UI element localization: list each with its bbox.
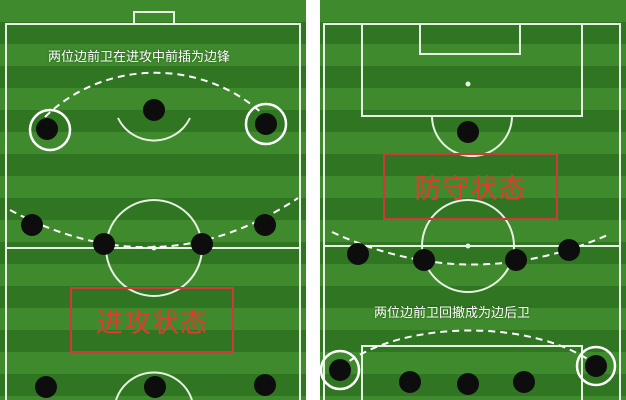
six-yard-box: [419, 23, 521, 55]
player-centre-mid-right: [191, 233, 213, 255]
player-left-mid: [347, 243, 369, 265]
player-left-winger: [36, 118, 58, 140]
player-centre-back-mid: [457, 373, 479, 395]
player-right-mid: [254, 214, 276, 236]
bottom-penalty-box: [361, 345, 583, 400]
attack-formation-panel: 两位边前卫在进攻中前插为边锋 进攻状态: [0, 0, 306, 400]
midfield-line-arc: [331, 231, 611, 266]
player-right-mid: [558, 239, 580, 261]
player-right-fullback: [585, 355, 607, 377]
attack-note: 两位边前卫在进攻中前插为边锋: [48, 50, 231, 65]
player-centre-mid-left: [413, 249, 435, 271]
player-left-fullback: [329, 359, 351, 381]
player-right-winger: [255, 113, 277, 135]
attack-state-label: 进攻状态: [96, 307, 208, 339]
player-centre-mid-right: [505, 249, 527, 271]
defense-state-label: 防守状态: [414, 174, 527, 205]
run-lines: [331, 231, 611, 369]
fullback-drop-arc: [339, 329, 601, 369]
player-centre-back-right: [513, 371, 535, 393]
right-fullback-ring: [575, 345, 617, 387]
attack-pitch: [0, 0, 306, 400]
left-fullback-ring: [320, 349, 361, 391]
defense-note: 两位边前卫回撤成为边后卫: [374, 306, 531, 321]
player-left-back: [35, 376, 57, 398]
player-centre-back: [144, 376, 166, 398]
players: [329, 121, 607, 395]
left-winger-ring: [28, 108, 72, 152]
player-centre-mid-left: [93, 233, 115, 255]
penalty-arc: [431, 115, 513, 157]
defensive-line-arc: [9, 197, 299, 249]
bottom-arc: [115, 371, 193, 400]
defense-pitch: [320, 0, 626, 400]
pitch-lines: [323, 23, 621, 400]
player-striker: [457, 121, 479, 143]
centre-circle: [421, 199, 515, 293]
players: [21, 99, 277, 398]
penalty-spot: [465, 81, 471, 87]
player-right-back: [254, 374, 276, 396]
attack-state-box: 进攻状态: [70, 287, 234, 353]
run-lines: [9, 71, 299, 249]
player-left-mid: [21, 214, 43, 236]
penalty-arc: [117, 117, 191, 142]
player-striker: [143, 99, 165, 121]
fullback-highlights: [320, 345, 617, 391]
centre-spot: [465, 243, 471, 249]
right-winger-ring: [244, 102, 288, 146]
player-centre-back-left: [399, 371, 421, 393]
winger-highlights: [28, 102, 288, 152]
defense-formation-panel: 防守状态 两位边前卫回撤成为边后卫: [320, 0, 626, 400]
defense-state-box: 防守状态: [383, 153, 558, 220]
wing-run-arc: [44, 71, 267, 118]
top-goal: [133, 11, 175, 25]
